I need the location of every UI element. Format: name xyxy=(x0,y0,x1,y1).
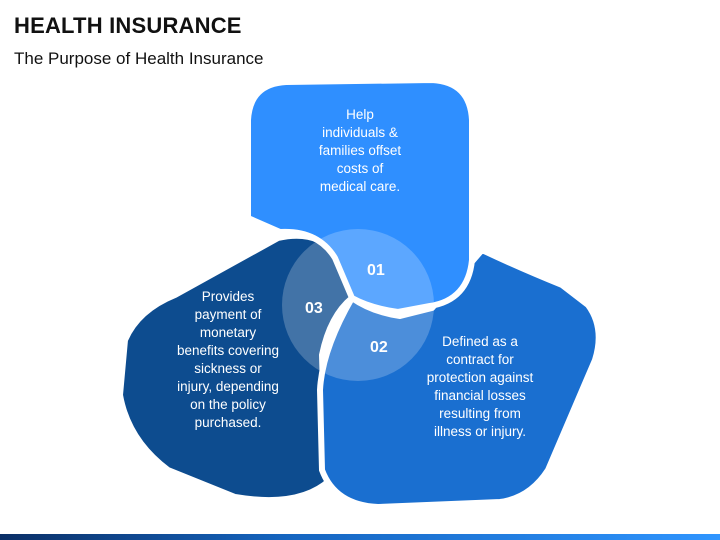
segment-02-number: 02 xyxy=(370,339,388,356)
center-circle xyxy=(282,229,434,381)
footer-bar xyxy=(0,534,720,540)
segment-01-shape xyxy=(245,77,475,315)
segment-02-text: Defined as a contract for protection aga… xyxy=(426,334,534,439)
segment-01-number: 01 xyxy=(367,262,385,279)
page-title: HEALTH INSURANCE xyxy=(14,13,242,38)
segment-03-text: Provides payment of monetary benefits co… xyxy=(176,289,280,430)
segment-03-number: 03 xyxy=(305,300,323,317)
page-subtitle: The Purpose of Health Insurance xyxy=(14,49,264,68)
segment-01-text: Help individuals & families offset costs… xyxy=(318,107,402,194)
